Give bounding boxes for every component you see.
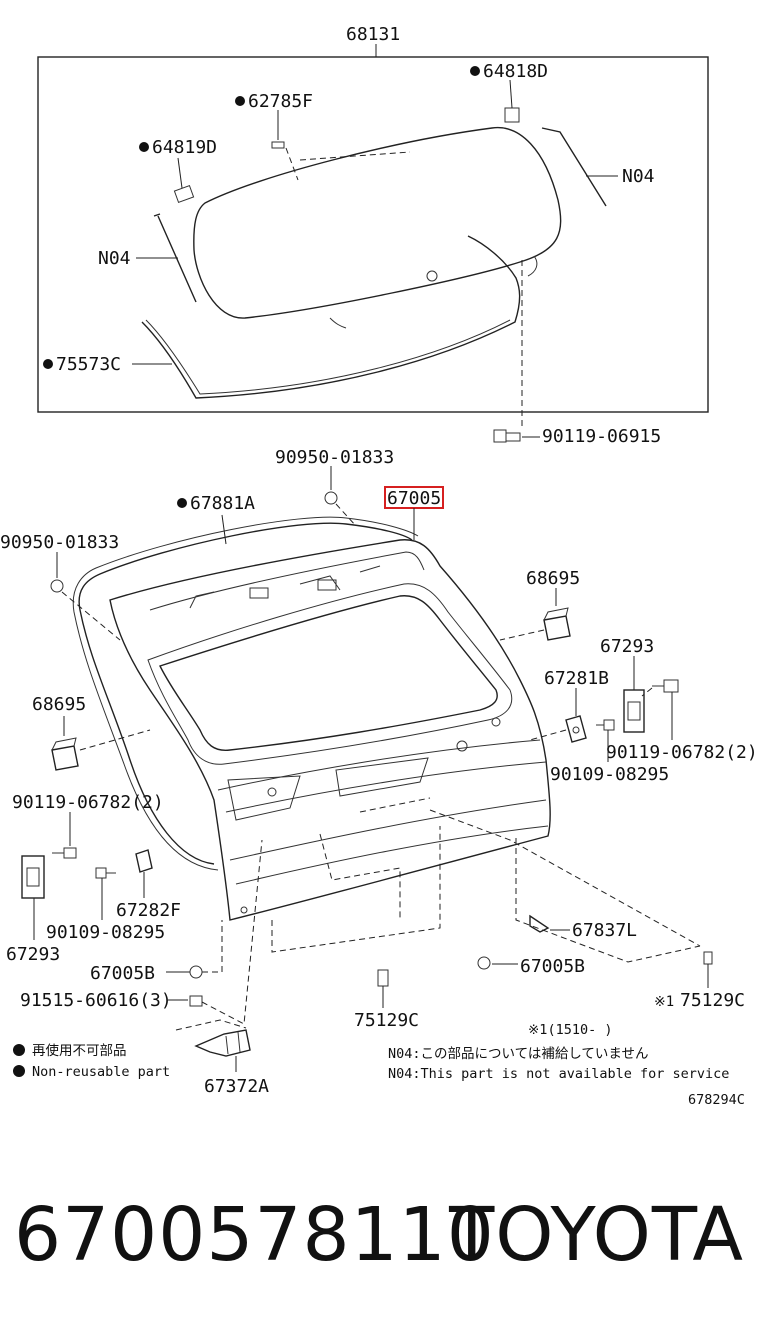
part-number: 6700578110 xyxy=(14,1192,495,1278)
hinge-67293-left xyxy=(21,855,45,899)
stay-left-n04 xyxy=(153,213,197,303)
cushion-68695-left xyxy=(51,737,79,771)
label-62785F[interactable]: 62785F xyxy=(248,91,313,112)
label-68695-right[interactable]: 68695 xyxy=(526,568,580,589)
label-68131[interactable]: 68131 xyxy=(346,24,400,45)
label-75573C[interactable]: 75573C xyxy=(56,354,121,375)
stopper-75129C-right xyxy=(703,951,713,965)
label-68695-left[interactable]: 68695 xyxy=(32,694,86,715)
footnote-range: ※1(1510- ) xyxy=(528,1022,612,1038)
bolt-90109-08295-right xyxy=(596,719,615,731)
parts-diagram: 68131 64818D 62785F 64819D N04 N04 75573… xyxy=(0,24,758,1108)
stopper-67005B-right xyxy=(477,956,491,970)
glass-wiring xyxy=(329,255,538,329)
hinge-67293-right xyxy=(623,689,645,733)
diagram-code: 678294C xyxy=(688,1092,745,1108)
label-75129C-right[interactable]: 75129C xyxy=(680,990,745,1011)
label-67372A[interactable]: 67372A xyxy=(204,1076,269,1097)
label-90119-06915[interactable]: 90119-06915 xyxy=(542,426,661,447)
label-90950-01833-left[interactable]: 90950-01833 xyxy=(0,532,119,553)
bracket-67372A xyxy=(194,1029,251,1057)
glass-group-frame xyxy=(37,56,709,413)
legend-jp: 再使用不可部品 xyxy=(32,1042,127,1059)
legend-en: Non-reusable part xyxy=(32,1064,170,1080)
label-90109-08295-left[interactable]: 90109-08295 xyxy=(46,922,165,943)
brand-name: TOYOTA xyxy=(449,1192,744,1278)
n04-note-en: N04:This part is not available for servi… xyxy=(388,1066,729,1082)
label-67293-right[interactable]: 67293 xyxy=(600,636,654,657)
label-67281B[interactable]: 67281B xyxy=(544,668,609,689)
label-67282F[interactable]: 67282F xyxy=(116,900,181,921)
back-window-glass xyxy=(193,126,562,319)
label-67005B-right[interactable]: 67005B xyxy=(520,956,585,977)
label-67005[interactable]: 67005 xyxy=(387,488,441,509)
label-64819D[interactable]: 64819D xyxy=(152,137,217,158)
stopper-75129C-center xyxy=(377,969,389,987)
label-90119-06782-right[interactable]: 90119-06782(2) xyxy=(606,742,758,763)
label-n04-right[interactable]: N04 xyxy=(622,166,655,187)
clip-67837L xyxy=(529,914,550,933)
bracket-67281B xyxy=(565,715,587,743)
door-window-opening xyxy=(159,595,498,751)
clip-64818D xyxy=(504,107,520,123)
label-90109-08295-right[interactable]: 90109-08295 xyxy=(550,764,669,785)
label-67005B-left[interactable]: 67005B xyxy=(90,963,155,984)
clip-64819D xyxy=(173,184,195,204)
label-75129C-center[interactable]: 75129C xyxy=(354,1010,419,1031)
spacer-62785F xyxy=(271,141,285,149)
bolt-90119-06915 xyxy=(493,429,521,443)
product-caption: 6700578110 TOYOTA xyxy=(0,1180,760,1290)
grommet-90950-01833-left xyxy=(50,579,64,593)
molding-75573C xyxy=(141,235,521,399)
back-door-panel-67005 xyxy=(109,539,551,921)
bolt-91515-60616 xyxy=(189,995,203,1007)
cushion-68695-right xyxy=(543,607,571,641)
label-90950-01833-top[interactable]: 90950-01833 xyxy=(275,447,394,468)
weatherstrip-67881A xyxy=(78,522,413,865)
label-91515-60616[interactable]: 91515-60616(3) xyxy=(20,990,172,1011)
grommet-90950-01833-top xyxy=(324,491,338,505)
glass-hole xyxy=(426,270,438,282)
label-67293-left[interactable]: 67293 xyxy=(6,944,60,965)
n04-note-jp: N04:この部品については補給していません xyxy=(388,1046,649,1062)
stopper-67005B-left xyxy=(189,965,203,979)
label-64818D[interactable]: 64818D xyxy=(483,61,548,82)
bolt-90109-08295-left xyxy=(95,867,116,879)
bolt-90119-06782-left xyxy=(52,847,77,859)
label-67837L[interactable]: 67837L xyxy=(572,920,637,941)
bolt-90119-06782-right xyxy=(652,679,679,693)
label-90119-06782-left[interactable]: 90119-06782(2) xyxy=(12,792,164,813)
label-75129C-right-mark[interactable]: ※1 xyxy=(654,994,674,1010)
label-n04-left[interactable]: N04 xyxy=(98,248,131,269)
label-67881A[interactable]: 67881A xyxy=(190,493,255,514)
bracket-67282F xyxy=(135,849,153,873)
stay-right-n04 xyxy=(541,127,607,207)
